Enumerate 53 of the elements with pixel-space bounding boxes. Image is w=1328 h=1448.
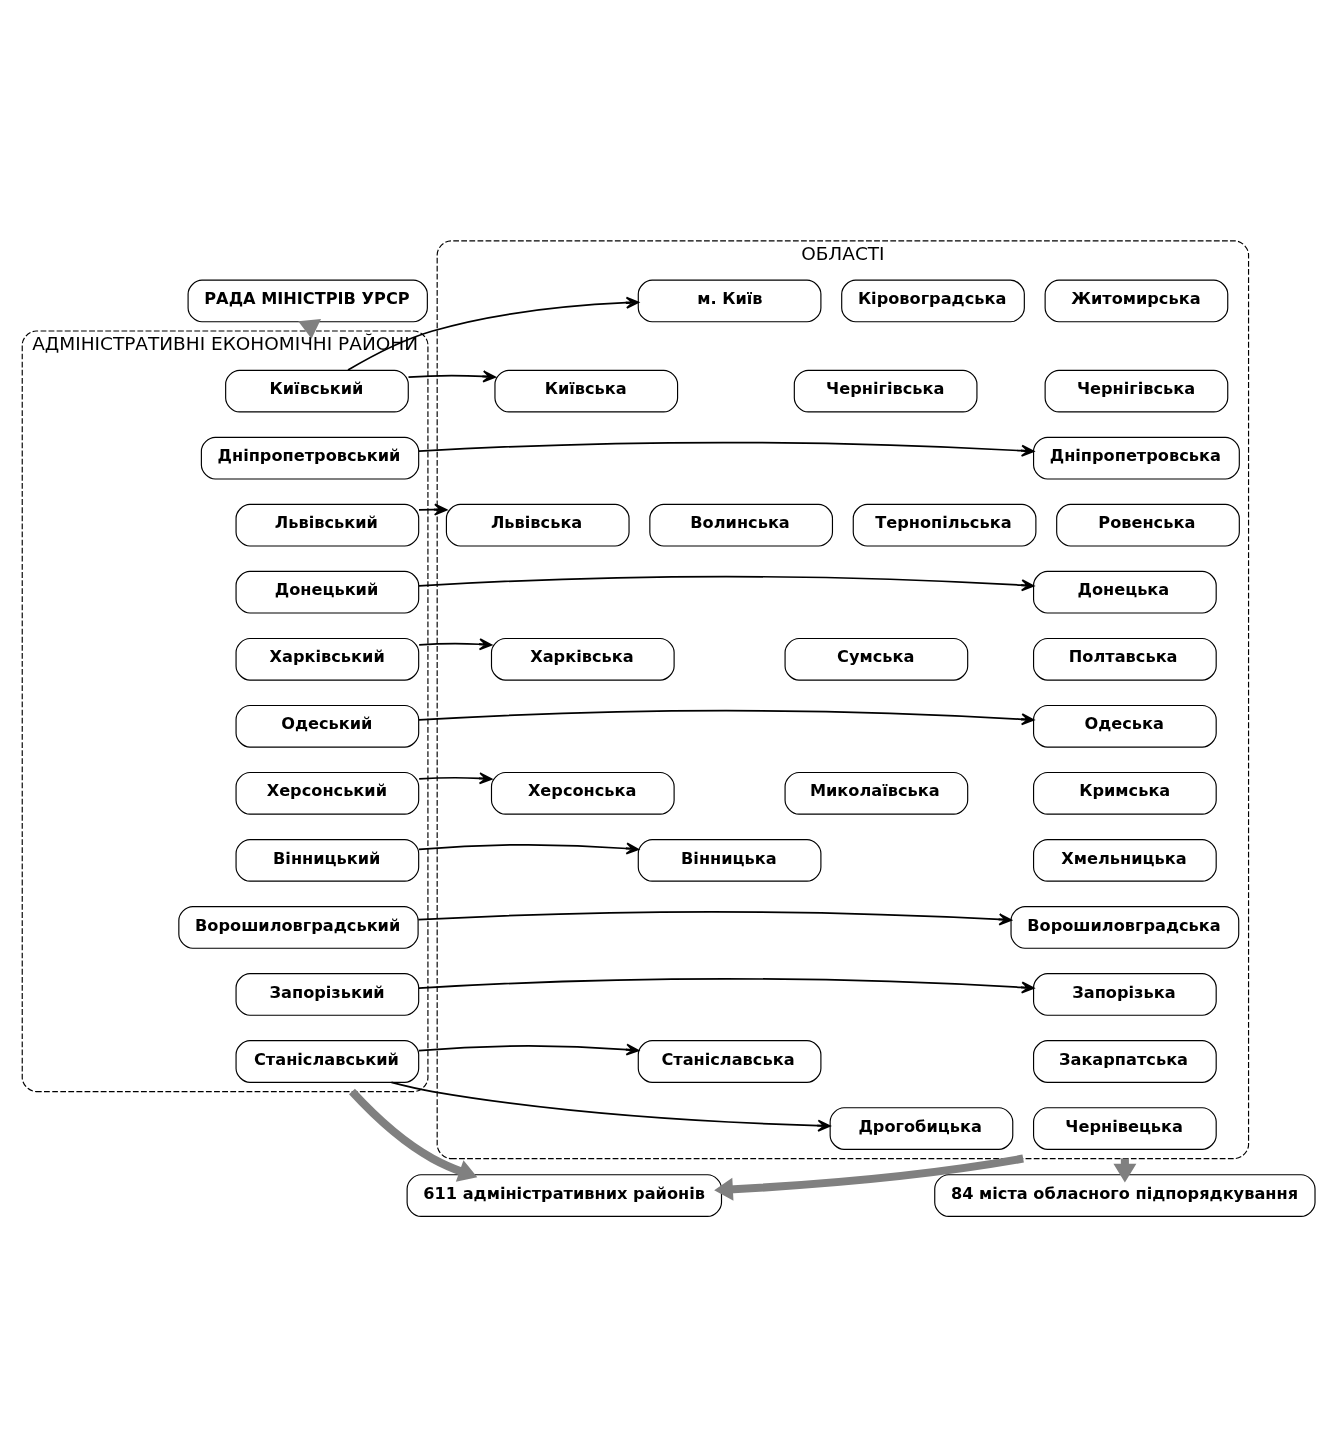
node-box: Кіровоградська bbox=[841, 279, 1025, 323]
node-box: Одеський bbox=[235, 704, 420, 748]
node-box: Київська bbox=[494, 369, 679, 413]
node-box: Київський bbox=[225, 369, 409, 413]
arrow bbox=[418, 842, 640, 855]
node-box: 611 адміністративних районів bbox=[406, 1174, 723, 1217]
arrow bbox=[418, 709, 1035, 726]
node-box: Запорізька bbox=[1033, 973, 1217, 1016]
arrow bbox=[418, 1043, 640, 1056]
node-box: Дніпропетровський bbox=[200, 436, 420, 480]
node-box: Вінницький bbox=[235, 839, 420, 882]
arrow bbox=[418, 638, 493, 651]
node-box: Станіславський bbox=[235, 1040, 420, 1083]
node-box: Львівська bbox=[445, 503, 630, 547]
node-box: Донецький bbox=[235, 570, 420, 614]
node-box: Харківський bbox=[235, 637, 420, 681]
node-box: Чернівецька bbox=[1033, 1107, 1217, 1150]
node-box: Миколаївська bbox=[784, 771, 969, 815]
node-box: Ровенська bbox=[1056, 503, 1240, 547]
node-box: Волинська bbox=[649, 503, 834, 547]
node-box: Одеська bbox=[1033, 704, 1217, 748]
node-box: Закарпатська bbox=[1033, 1040, 1217, 1083]
node-box: Станіславська bbox=[637, 1040, 822, 1083]
node-box: Сумська bbox=[784, 637, 969, 681]
node-box: 84 міста обласного підпорядкування bbox=[934, 1174, 1316, 1217]
node-box: Тернопільська bbox=[852, 503, 1037, 547]
node-box: Вінницька bbox=[637, 839, 822, 882]
node-box: Запорізький bbox=[235, 973, 420, 1016]
node-box: Харківська bbox=[490, 637, 675, 681]
arrow bbox=[347, 296, 640, 371]
arrow bbox=[418, 978, 1035, 994]
node-box: Донецька bbox=[1033, 570, 1217, 614]
arrow bbox=[418, 772, 493, 785]
arrow bbox=[714, 1154, 1024, 1201]
node-box: Хмельницька bbox=[1033, 839, 1217, 882]
node-box: Ворошиловградська bbox=[1010, 906, 1240, 949]
arrow bbox=[407, 370, 496, 383]
node-box: Полтавська bbox=[1033, 637, 1217, 681]
arrow bbox=[417, 910, 1012, 926]
node-box: м. Київ bbox=[637, 279, 822, 323]
node-box: Дніпропетровська bbox=[1033, 436, 1240, 480]
arrow bbox=[418, 575, 1035, 592]
node-box: Херсонський bbox=[235, 771, 420, 815]
node-box: Кримська bbox=[1033, 771, 1217, 815]
arrow bbox=[349, 1088, 478, 1182]
node-box: Ворошиловградський bbox=[178, 906, 419, 949]
node-box: Львівський bbox=[235, 503, 420, 547]
node-box: Житомирська bbox=[1044, 279, 1229, 323]
arrow bbox=[418, 441, 1035, 457]
node-box: Дрогобицька bbox=[829, 1107, 1014, 1150]
node-box: Херсонська bbox=[490, 771, 675, 815]
node-box: Чернігівська bbox=[793, 369, 978, 413]
node-box: Чернігівська bbox=[1044, 369, 1229, 413]
